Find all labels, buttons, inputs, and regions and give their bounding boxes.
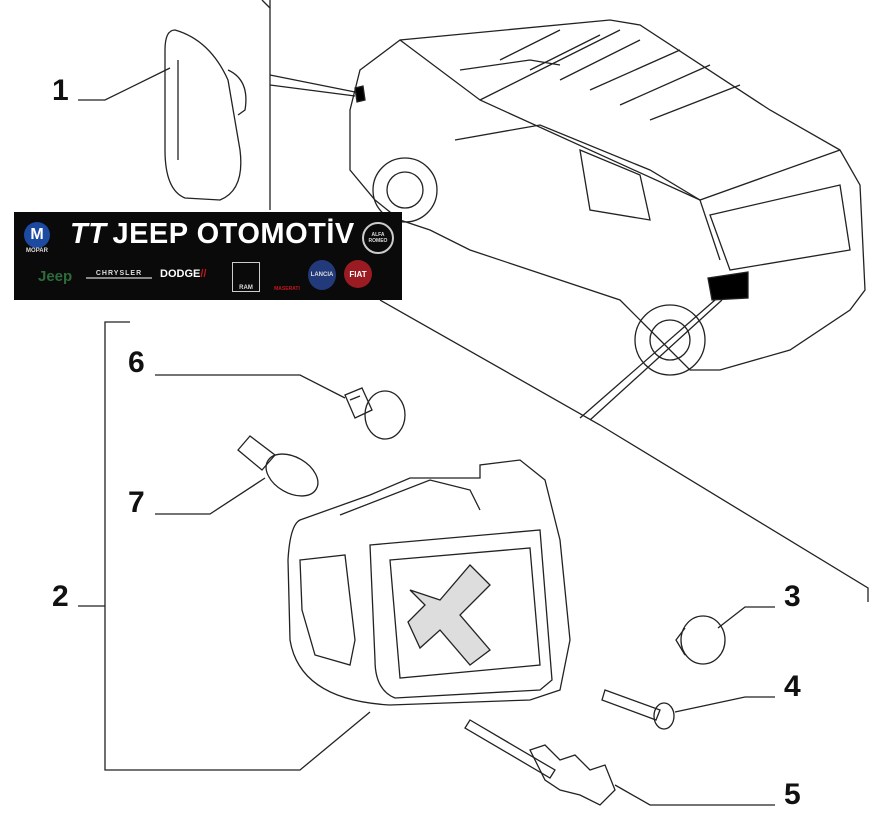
lancia-logo: LANCIA bbox=[308, 260, 336, 290]
dodge-logo: DODGE// bbox=[160, 268, 207, 280]
jeep-logo: Jeep bbox=[38, 268, 73, 285]
callout-6: 6 bbox=[128, 346, 145, 379]
callout-1: 1 bbox=[52, 74, 69, 107]
stud-5 bbox=[464, 719, 616, 806]
leader-lines bbox=[78, 0, 869, 806]
tail-lamp-assembly bbox=[287, 459, 571, 706]
bulb-7 bbox=[237, 435, 319, 497]
chrysler-logo: CHRYSLER bbox=[86, 270, 152, 279]
callout-4: 4 bbox=[784, 670, 801, 703]
screw-4 bbox=[601, 689, 675, 730]
maserati-logo: MASERATI bbox=[274, 286, 300, 292]
callout-5: 5 bbox=[784, 778, 801, 811]
alfa-romeo-logo: ALFA ROMEO bbox=[362, 222, 394, 254]
bulb-6 bbox=[344, 387, 406, 440]
grommet-3 bbox=[675, 615, 726, 665]
ram-logo: RAM bbox=[232, 262, 260, 292]
callout-3: 3 bbox=[784, 580, 801, 613]
mopar-label: MOPAR bbox=[26, 248, 48, 254]
callout-7: 7 bbox=[128, 486, 145, 519]
callout-2: 2 bbox=[52, 580, 69, 613]
vehicle-outline bbox=[349, 19, 866, 376]
mopar-logo: M bbox=[24, 222, 50, 248]
side-marker-lamp bbox=[164, 29, 247, 201]
fiat-logo: FIAT bbox=[344, 260, 372, 288]
